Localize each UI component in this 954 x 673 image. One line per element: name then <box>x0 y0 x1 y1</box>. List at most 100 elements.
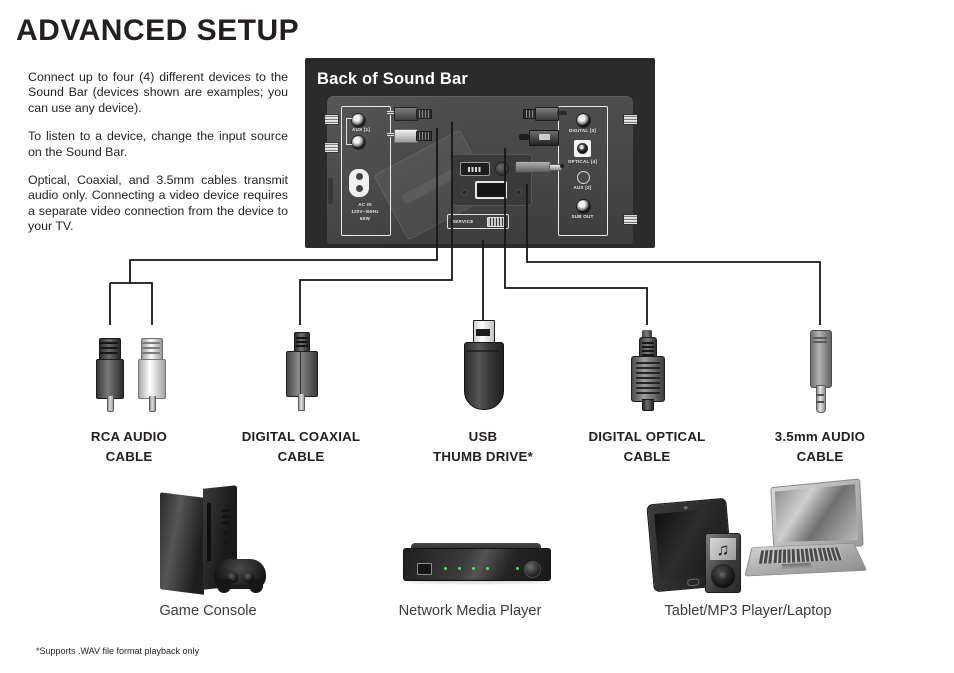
cable-label-optical-line1: DIGITAL OPTICAL <box>588 429 706 444</box>
device-game-console <box>160 485 266 595</box>
device-label-media-player: Network Media Player <box>398 603 542 619</box>
cable-label-digital-optical: DIGITAL OPTICAL CABLE <box>552 427 742 467</box>
coax-neck-ridge-2 <box>296 341 308 343</box>
digital-port-label: DIGITAL [3] <box>568 128 597 133</box>
intro-text-block: Connect up to four (4) different devices… <box>28 70 288 235</box>
music-note-icon: ♫ <box>716 539 730 559</box>
rca-white-ring-2 <box>142 347 160 350</box>
side-grille-right-top <box>623 114 638 125</box>
left-port-group: AUX [1] AC IN 120V~/60Hz 60W <box>341 106 391 236</box>
media-player-power-knob[interactable] <box>524 561 541 578</box>
service-port[interactable] <box>487 216 506 227</box>
media-player-led-1 <box>444 567 447 570</box>
rca-black-ring-2 <box>100 347 118 350</box>
gamepad-right-grip <box>249 579 263 593</box>
cable-digital-coaxial <box>286 332 318 422</box>
laptop-lid <box>770 478 864 548</box>
cable-label-aux-line2: CABLE <box>796 449 844 464</box>
media-player-led-5 <box>516 567 519 570</box>
rca-black-ring-3 <box>100 352 118 355</box>
coax-plug-body <box>535 107 559 121</box>
intro-paragraph-1: Connect up to four (4) different devices… <box>28 70 288 115</box>
side-grille-right-bottom <box>623 214 638 225</box>
cable-label-optical-line2: CABLE <box>623 449 671 464</box>
media-player-led-4 <box>486 567 489 570</box>
usb-drive-shell <box>464 342 504 410</box>
rca-plug-bottom-body <box>394 129 418 143</box>
optical-barrel-rib-4 <box>636 377 660 379</box>
media-player-led-2 <box>458 567 461 570</box>
usb-port-cavity <box>477 183 505 197</box>
optical-neck-ridge-4 <box>641 354 654 356</box>
laptop-base <box>744 543 868 577</box>
cable-label-rca-line1: RCA AUDIO <box>90 429 168 444</box>
device-tablet-mp3-laptop: ♫ <box>645 478 868 593</box>
aux-barrel-ridge-1 <box>813 337 827 339</box>
mp3-screen: ♫ <box>710 538 736 560</box>
page-title: ADVANCED SETUP <box>16 14 300 47</box>
center-knob[interactable] <box>495 162 509 176</box>
aux1-port-label: AUX [1] <box>352 127 370 132</box>
optical-barrel-rib-6 <box>636 387 660 389</box>
aux-plug-tip <box>560 164 564 168</box>
optical-toslink-port[interactable] <box>574 140 591 157</box>
media-player-front-face <box>403 548 551 581</box>
usb-port-slot[interactable] <box>475 181 507 199</box>
optical-barrel-rib-2 <box>636 367 660 369</box>
coax-pin <box>298 394 305 411</box>
aux-plug-barrel <box>515 161 551 173</box>
rca-plug-top-neck <box>416 109 432 119</box>
aux-barrel <box>810 330 832 388</box>
soundbar-backplate: AUX [1] AC IN 120V~/60Hz 60W SERVICE <box>324 96 638 244</box>
optical-plug-body <box>529 130 559 146</box>
gamepad-right-stick <box>243 572 254 583</box>
coax-neck-ridge-3 <box>296 345 308 347</box>
optical-plug-window <box>539 134 550 140</box>
media-player-led-3 <box>472 567 475 570</box>
cable-label-rca-line2: CABLE <box>105 449 153 464</box>
optical-barrel <box>631 356 665 402</box>
rca-white-ring-1 <box>142 342 160 345</box>
cable-label-coax-line2: CABLE <box>277 449 325 464</box>
laptop-keyboard <box>758 547 843 564</box>
digital-coax-jack[interactable] <box>576 113 591 128</box>
cable-usb-thumb-drive <box>464 320 504 415</box>
footnote: *Supports .WAV file format playback only <box>36 646 200 656</box>
mp3-center-button <box>718 571 728 581</box>
cable-label-usb-line2: THUMB DRIVE* <box>433 449 533 464</box>
media-player-shadow <box>407 579 545 584</box>
sub-out-jack[interactable] <box>576 199 591 214</box>
coax-neck-ridge-1 <box>296 337 308 339</box>
optical-port-label: OPTICAL [4] <box>567 159 598 164</box>
ac-inlet-hole-bottom <box>355 185 363 192</box>
laptop-trackpad <box>781 562 812 571</box>
coax-barrel <box>286 351 318 397</box>
device-label-tablet-mp3-laptop: Tablet/MP3 Player/Laptop <box>664 603 832 619</box>
soundbar-back-panel: Back of Sound Bar AUX [1] AC IN 120V~/60… <box>305 58 655 248</box>
rca-black-ring-1 <box>100 342 118 345</box>
optical-neck-ridge-3 <box>641 350 654 352</box>
cable-rca-audio <box>90 325 170 425</box>
cable-label-35mm-audio: 3.5mm AUDIO CABLE <box>725 427 915 467</box>
aux-barrel-ridge-2 <box>813 341 827 343</box>
mp3-click-wheel <box>711 564 735 588</box>
media-player-usb-port[interactable] <box>417 563 432 575</box>
laptop-device <box>744 478 868 587</box>
gamepad-left-grip <box>217 579 231 593</box>
ac-label-line-2: 120V~/60Hz <box>351 209 379 214</box>
aux1-right-jack[interactable] <box>351 135 366 150</box>
cable-label-usb-thumb-drive: USB THUMB DRIVE* <box>388 427 578 467</box>
device-label-game-console: Game Console <box>159 603 257 619</box>
optical-neck <box>639 337 657 359</box>
cable-digital-optical <box>631 330 665 422</box>
aux1-left-jack[interactable] <box>351 113 366 128</box>
center-module <box>452 154 532 206</box>
coax-plug-tail <box>557 111 567 115</box>
right-port-group: DIGITAL [3] OPTICAL [4] AUX [2] SUB OUT <box>558 106 608 236</box>
aux2-jack[interactable] <box>577 171 590 184</box>
service-label: SERVICE <box>452 219 474 224</box>
coax-barrel-split <box>300 352 302 394</box>
optical-barrel-rib-1 <box>636 362 660 364</box>
aux-band-1 <box>816 394 824 396</box>
ac-label-line-3: 60W <box>359 216 371 221</box>
